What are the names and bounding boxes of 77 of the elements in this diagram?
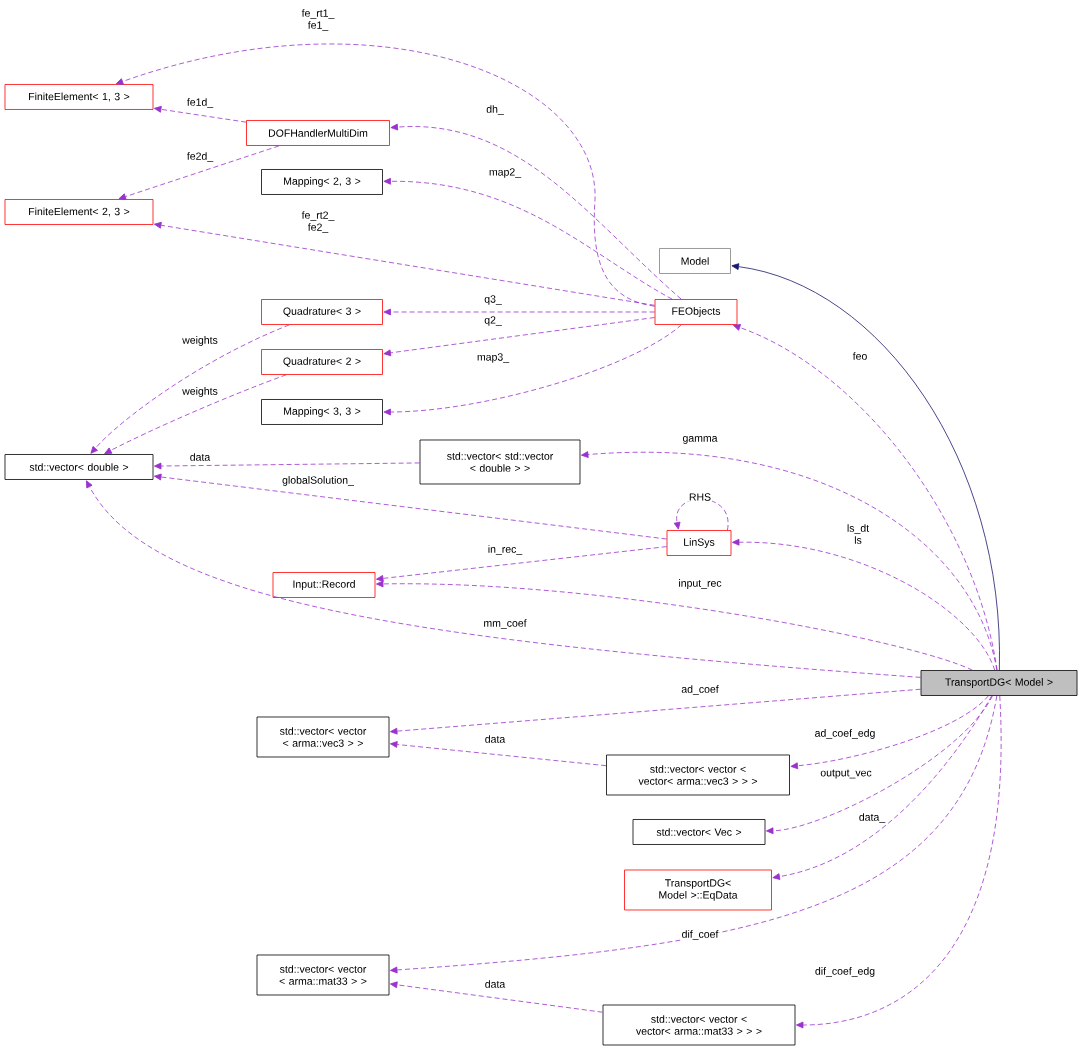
arrow — [154, 473, 667, 540]
edge-label: data — [483, 734, 507, 744]
edge-label: dh_ — [485, 104, 505, 116]
class-box: Input::Record — [272, 572, 376, 598]
edge-label: data — [188, 452, 212, 462]
arrow — [731, 263, 1000, 671]
arrow — [733, 324, 998, 671]
arrow — [90, 324, 290, 454]
arrow — [390, 741, 607, 767]
class-box: Mapping< 3, 3 > — [261, 399, 383, 425]
class-box: Mapping< 2, 3 > — [261, 169, 383, 195]
edge-label: mm_coef — [482, 618, 528, 630]
edge-label: q2_ — [483, 315, 503, 327]
arrow — [104, 374, 287, 455]
edge-label: in_rec_ — [486, 544, 524, 556]
edge-label: ad_coef — [680, 684, 720, 696]
arrow — [390, 981, 603, 1013]
arrow — [790, 695, 989, 770]
arrow — [118, 145, 280, 200]
arrow — [390, 123, 682, 300]
edge-label: weights — [181, 386, 219, 398]
edge-label: data — [483, 979, 507, 989]
arrow — [376, 546, 667, 582]
class-box: FEObjects — [654, 299, 738, 325]
edge-label: feo — [851, 351, 869, 361]
arrow — [383, 324, 682, 416]
edge-label: output_vec — [819, 768, 873, 780]
arrow — [772, 695, 993, 880]
edge-label: map2_ — [487, 167, 523, 179]
class-box: Quadrature< 3 > — [261, 299, 383, 325]
class-box: TransportDG< Model > — [920, 670, 1078, 696]
class-box: std::vector< vector < vector< arma::vec3 > > > — [606, 754, 790, 796]
arrow — [154, 462, 420, 470]
arrow — [673, 498, 729, 531]
edge-label: gamma — [681, 435, 719, 445]
arrow — [154, 105, 247, 123]
class-box: std::vector< double > — [4, 454, 154, 480]
class-box: std::vector< Vec > — [632, 819, 766, 845]
class-box: TransportDG< Model >::EqData — [624, 869, 772, 911]
arrow — [383, 308, 655, 316]
class-box: LinSys — [666, 530, 732, 556]
class-box: FiniteElement< 2, 3 > — [4, 199, 154, 225]
class-box: DOFHandlerMultiDim — [246, 120, 390, 146]
edge-label: ls_dt ls — [842, 523, 874, 545]
edge-label: fe2d_ — [185, 151, 215, 163]
edge-label: RHS — [687, 492, 713, 502]
edge-label: weights — [181, 335, 219, 347]
arrow — [390, 695, 998, 974]
arrow — [732, 538, 996, 671]
class-box: std::vector< vector < vector< arma::mat33 > > > — [602, 1004, 796, 1046]
arrow — [115, 44, 655, 307]
edge-label: globalSolution_ — [281, 475, 355, 487]
class-box: Quadrature< 2 > — [261, 349, 383, 375]
edge-label: dif_coef_edg — [813, 966, 877, 978]
class-box: std::vector< vector < arma::vec3 > > — [256, 716, 390, 758]
arrow — [383, 177, 673, 300]
arrow — [85, 480, 921, 678]
arrow — [390, 688, 921, 735]
arrow — [154, 221, 655, 306]
arrow — [581, 451, 998, 671]
edge-label: data_ — [857, 812, 887, 824]
class-box: FiniteElement< 1, 3 > — [4, 84, 154, 110]
arrow — [796, 695, 1002, 1029]
arrow — [766, 695, 993, 835]
class-box: std::vector< std::vector < double > > — [419, 439, 581, 485]
arrow — [383, 317, 655, 357]
edge-label: ad_coef_edg — [813, 728, 877, 740]
edge-label: fe1d_ — [185, 97, 215, 109]
arrow — [376, 580, 973, 671]
edge-label: fe_rt2_ fe2_ — [297, 210, 339, 234]
edge-label: input_rec — [677, 578, 723, 590]
class-box: std::vector< vector < arma::mat33 > > — [256, 954, 390, 996]
edge-label: dif_coef — [680, 929, 720, 941]
edge-label: q3_ — [483, 294, 503, 306]
edge-label: map3_ — [475, 352, 511, 364]
class-box: Model — [659, 248, 731, 274]
edge-label: fe_rt1_ fe1_ — [297, 8, 339, 32]
